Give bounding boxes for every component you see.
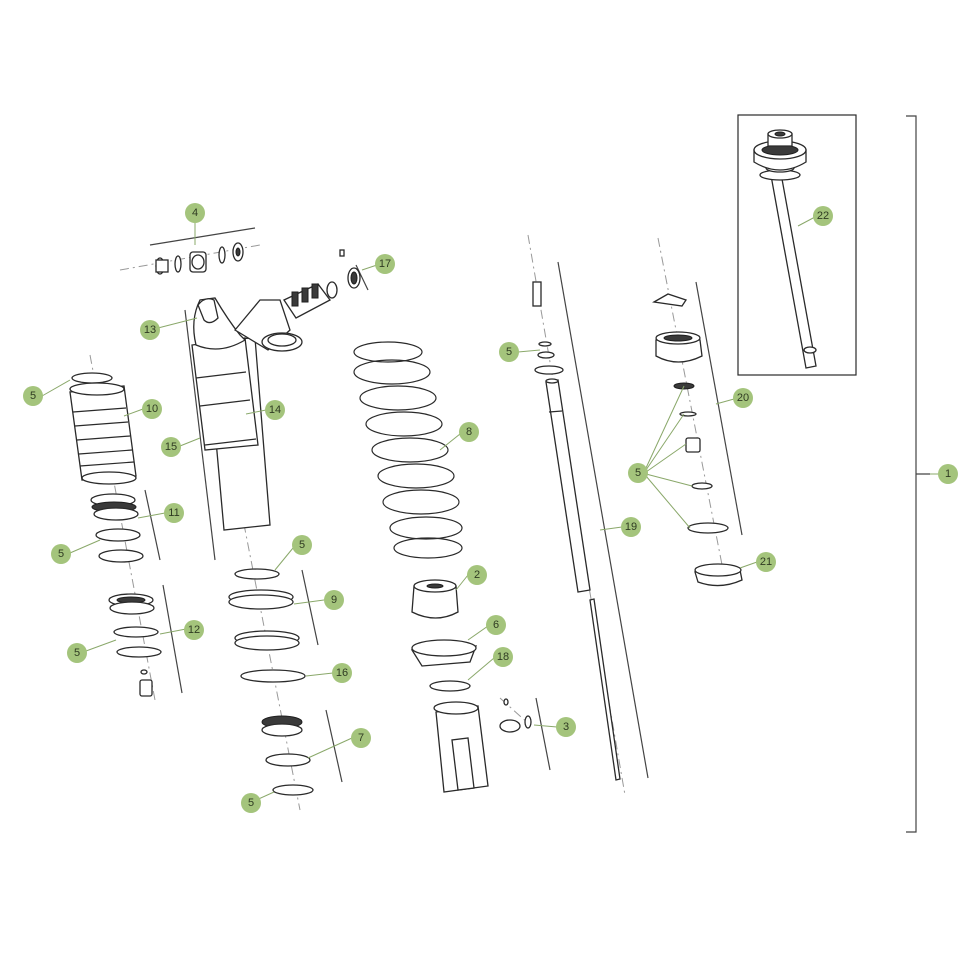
svg-text:22: 22: [817, 210, 829, 222]
svg-text:9: 9: [331, 594, 337, 606]
air-can-10: [69, 372, 137, 485]
spring-cup-6: [410, 639, 477, 667]
svg-text:20: 20: [737, 392, 749, 404]
callout-12: 12: [184, 620, 204, 640]
callout-8: 8: [459, 422, 479, 442]
svg-text:5: 5: [506, 346, 512, 358]
callout-1: 1: [938, 464, 958, 484]
svg-text:6: 6: [493, 619, 499, 631]
group-line: [695, 281, 743, 536]
eyelet-3: [433, 698, 532, 793]
svg-text:10: 10: [146, 403, 158, 415]
valve-parts-4: [155, 242, 244, 275]
callout-5g: 5: [628, 463, 648, 483]
piston-12: [108, 593, 162, 697]
callout-6: 6: [486, 615, 506, 635]
callout-5a: 5: [23, 386, 43, 406]
group-line: [557, 261, 649, 779]
washer-18: [429, 680, 471, 692]
shaft-19: [532, 281, 621, 781]
svg-text:16: 16: [336, 667, 348, 679]
callout-15: 15: [161, 437, 181, 457]
callout-7: 7: [351, 728, 371, 748]
callout-19: 19: [621, 517, 641, 537]
bump-stop-2: [411, 579, 459, 619]
callout-18: 18: [493, 647, 513, 667]
callout-5c: 5: [67, 643, 87, 663]
svg-text:5: 5: [30, 390, 36, 402]
callout-20: 20: [733, 388, 753, 408]
cartridge-parts-20: [652, 293, 729, 534]
group-line: [162, 584, 183, 694]
callout-14: 14: [265, 400, 285, 420]
svg-text:12: 12: [188, 624, 200, 636]
group-line: [144, 489, 161, 561]
callout-4: 4: [185, 203, 205, 223]
svg-text:15: 15: [165, 441, 177, 453]
callout-16: 16: [332, 663, 352, 683]
group-line: [149, 227, 256, 246]
group-line: [535, 697, 551, 771]
callout-markers: 1 2 3 4 5 5 5 5 5 5 5 6 7 8 9 10 11 12 1…: [23, 203, 958, 813]
svg-text:5: 5: [248, 797, 254, 809]
shock-body: [191, 297, 303, 531]
svg-text:13: 13: [144, 324, 156, 336]
callout-3: 3: [556, 717, 576, 737]
svg-text:4: 4: [192, 207, 198, 219]
spring-collar-9: [228, 568, 306, 683]
callout-5f: 5: [499, 342, 519, 362]
svg-text:5: 5: [635, 467, 641, 479]
svg-text:8: 8: [466, 426, 472, 438]
svg-text:14: 14: [269, 404, 281, 416]
callout-11: 11: [164, 503, 184, 523]
callout-2: 2: [467, 565, 487, 585]
group-line: [184, 309, 216, 561]
svg-text:21: 21: [760, 556, 772, 568]
callout-10: 10: [142, 399, 162, 419]
seal-21: [694, 563, 743, 587]
inset-box: [737, 114, 857, 376]
seal-head-11: [90, 493, 144, 563]
svg-text:19: 19: [625, 521, 637, 533]
bottom-out-7: [261, 715, 314, 796]
svg-text:7: 7: [358, 732, 364, 744]
callout-9: 9: [324, 590, 344, 610]
leader-lines: [41, 216, 940, 802]
callout-17: 17: [375, 254, 395, 274]
group-line: [355, 264, 369, 291]
svg-text:1: 1: [945, 468, 951, 480]
assembly-bracket: [906, 115, 930, 833]
callout-5b: 5: [51, 544, 71, 564]
svg-text:2: 2: [474, 569, 480, 581]
svg-text:3: 3: [563, 721, 569, 733]
svg-text:5: 5: [74, 647, 80, 659]
coil-spring-8: [353, 341, 463, 559]
svg-text:17: 17: [379, 258, 391, 270]
callout-5e: 5: [241, 793, 261, 813]
svg-text:11: 11: [168, 507, 179, 519]
valve-17: [283, 249, 361, 319]
svg-text:5: 5: [58, 548, 64, 560]
callout-5d: 5: [292, 535, 312, 555]
svg-text:18: 18: [497, 651, 509, 663]
damper-cartridge-inset: [753, 129, 817, 369]
svg-text:5: 5: [299, 539, 305, 551]
callout-13: 13: [140, 320, 160, 340]
callout-21: 21: [756, 552, 776, 572]
callout-22: 22: [813, 206, 833, 226]
group-line: [301, 569, 319, 646]
